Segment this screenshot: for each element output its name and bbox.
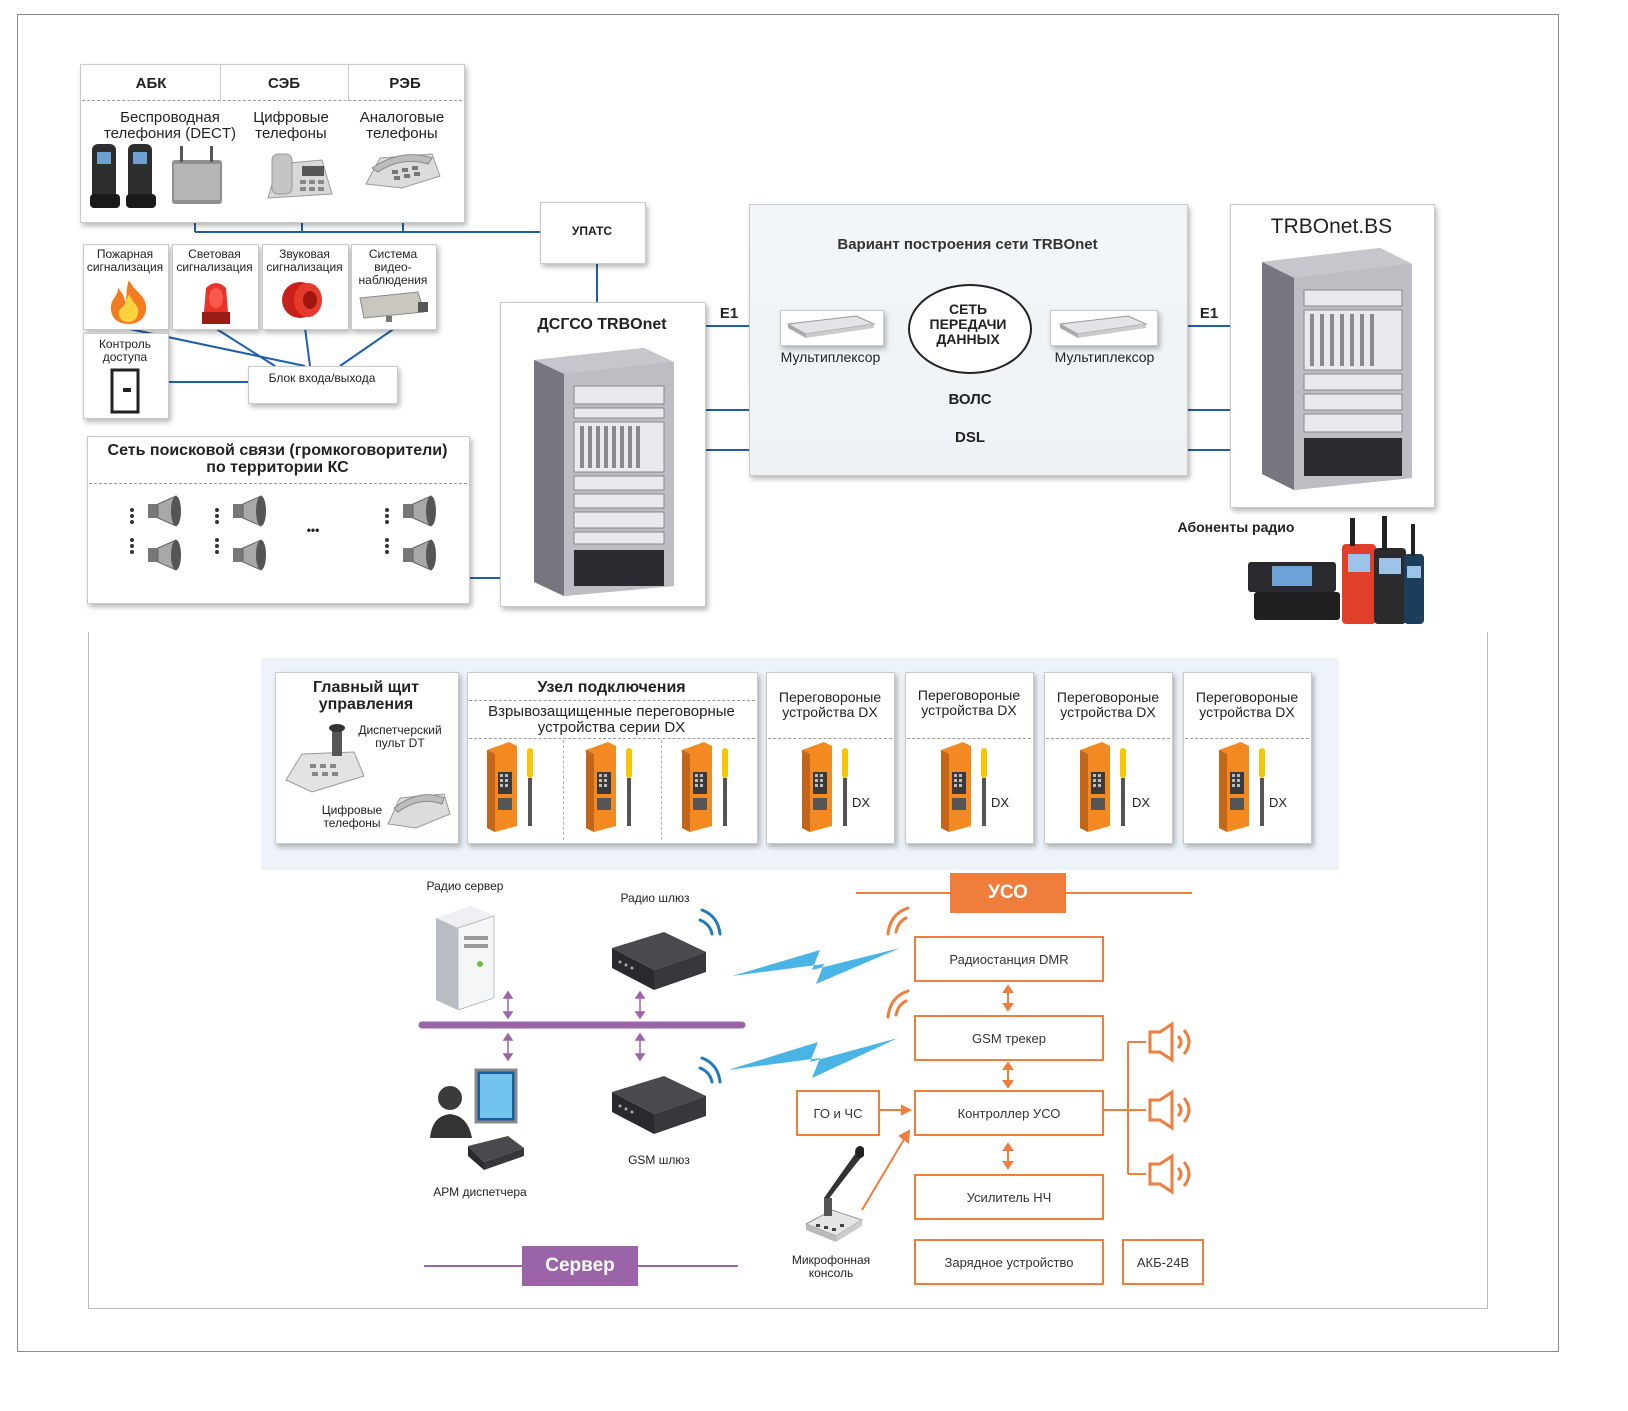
dect-label: Беспроводная телефония (DECT)	[103, 109, 237, 143]
multiplexer-left-label: Мультиплексор	[780, 349, 881, 365]
fire-icon	[110, 280, 147, 324]
connection-node-title: Узел подключения	[537, 679, 686, 696]
paging-network-panel	[87, 436, 470, 604]
radio-server-label: Радио сервер	[426, 879, 504, 893]
digital-phone-icon	[267, 153, 333, 199]
dx-label-4: DX	[1268, 795, 1288, 810]
radio-server-icon	[436, 906, 495, 1010]
trbonet-bs-rack-icon	[1262, 248, 1412, 490]
radio-gateway-label: Радио шлюз	[620, 891, 690, 905]
main-panel-phone-icon	[387, 793, 451, 829]
light-alarm-label: Световая сигнализация	[176, 247, 253, 274]
outer-frame	[17, 14, 1559, 1352]
uso-controller-box: Контроллер УСО	[914, 1090, 1104, 1136]
dx-label-3: DX	[1131, 795, 1151, 810]
dx-label-1: DX	[851, 795, 871, 810]
category-seb: СЭБ	[267, 75, 301, 92]
network-variant-label: Вариант построения сети TRBOnet	[837, 236, 1098, 253]
e1-left-label: E1	[719, 305, 739, 322]
intercom-label-2: Переговороные устройства DX	[917, 687, 1021, 719]
fire-alarm-label: Пожарная сигнализация	[86, 247, 164, 274]
uso-label: УСО	[988, 882, 1028, 903]
vols-label: ВОЛС	[948, 391, 992, 408]
category-reb: РЭБ	[389, 75, 421, 92]
upats-label: УПАТС	[571, 224, 613, 238]
dect-phones-icon	[90, 144, 222, 208]
server-badge	[522, 1246, 638, 1286]
multiplexer-right-icon	[1058, 315, 1148, 338]
dx-label-2: DX	[990, 795, 1010, 810]
digital-phones-label: Цифровые телефоны	[253, 109, 329, 143]
data-network-ellipse	[908, 284, 1032, 374]
analog-phones-label: Аналоговые телефоны	[359, 109, 445, 143]
connection-node-sub: Взрывозащищенные переговорные устройства…	[488, 703, 735, 737]
paging-title: Сеть поисковой связи (громкоговорители) …	[107, 442, 448, 477]
camera-icon	[359, 291, 428, 322]
go-chs-box: ГО и ЧС	[796, 1090, 880, 1136]
paging-ellipsis: •••	[306, 523, 320, 537]
access-control-label: Контроль доступа	[98, 337, 152, 364]
beacon-icon	[202, 283, 230, 324]
arm-dispatcher-label: АРМ диспетчера	[433, 1185, 527, 1199]
radio-gateway-icon	[612, 932, 706, 990]
radio-devices-icon	[1248, 516, 1424, 624]
microphone-console-label: Микрофонная консоль	[791, 1253, 871, 1280]
dispatcher-console-label: Диспетчерский пульт DT	[358, 723, 442, 750]
dsl-label: DSL	[955, 429, 985, 446]
data-network-label: СЕТЬ ПЕРЕДАЧИ ДАННЫХ	[929, 301, 1007, 348]
main-panel-label: Главный щит управления	[313, 679, 419, 714]
lower-frame	[88, 632, 1488, 1309]
battery-box: АКБ-24В	[1122, 1239, 1204, 1285]
io-block-box	[248, 366, 398, 404]
category-abk: АБК	[135, 75, 167, 92]
paging-speakers	[130, 495, 437, 571]
gsm-gateway-icon	[612, 1076, 706, 1134]
e1-right-label: E1	[1199, 305, 1219, 322]
server-label: Сервер	[545, 1255, 615, 1276]
dsgso-rack-icon	[534, 348, 674, 596]
upats-box	[540, 202, 646, 264]
dispatcher-console-icon	[285, 724, 365, 793]
multiplexer-left-icon	[786, 315, 876, 338]
arm-dispatcher-icon	[430, 1068, 524, 1170]
siren-icon	[282, 282, 322, 318]
main-panel-phones-label: Цифровые телефоны	[321, 803, 383, 830]
charger-box: Зарядное устройство	[914, 1239, 1104, 1285]
cctv-label: Система видео-наблюдения	[358, 247, 428, 287]
io-block-label: Блок входа/выхода	[268, 371, 376, 385]
gsm-gateway-label: GSM шлюз	[628, 1153, 690, 1167]
microphone-console-icon	[804, 1146, 864, 1242]
intercom-label-4: Переговороные устройства DX	[1195, 689, 1299, 721]
intercom-label-1: Переговороные устройства DX	[778, 689, 882, 721]
dsgso-label: ДСГСО TRBOnet	[537, 316, 667, 333]
gsm-tracker-box: GSM трекер	[914, 1015, 1104, 1061]
dmr-radio-box: Радиостанция DMR	[914, 936, 1104, 982]
trbonet-bs-title: TRBOnet.BS	[1270, 215, 1393, 238]
analog-phone-icon	[365, 153, 441, 189]
amplifier-box: Усилитель НЧ	[914, 1174, 1104, 1220]
multiplexer-right-label: Мультиплексор	[1054, 349, 1155, 365]
door-icon	[110, 368, 140, 414]
sound-alarm-label: Звуковая сигнализация	[266, 247, 343, 274]
intercom-label-3: Переговороные устройства DX	[1056, 689, 1160, 721]
radio-subscribers-label: Абоненты радио	[1177, 519, 1295, 535]
uso-badge	[950, 873, 1066, 913]
